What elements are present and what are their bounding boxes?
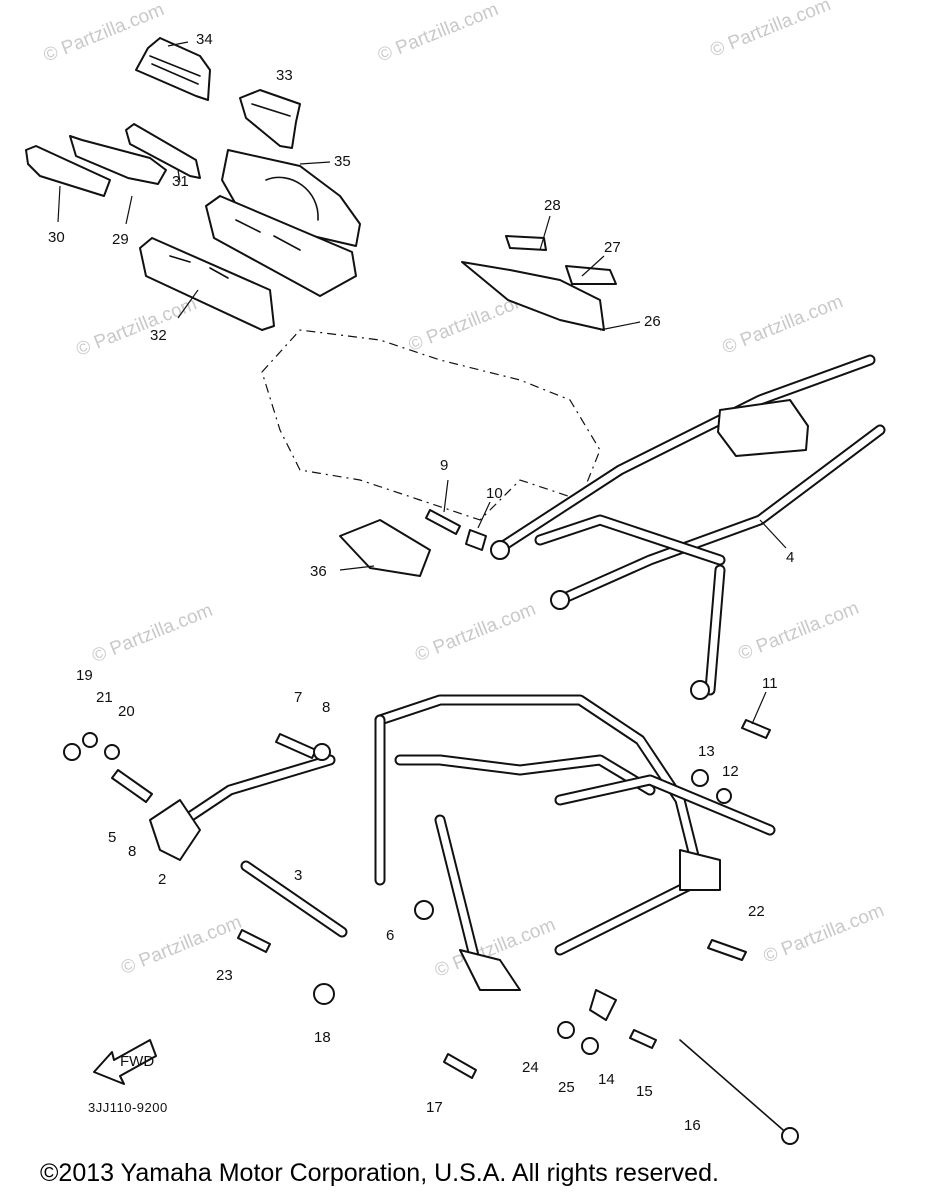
callout-18: 18 [314,1029,331,1046]
main-frame [374,694,776,991]
callout-35: 35 [334,153,351,170]
cover-part-35 [221,149,361,247]
watermark: © Partzilla.com [412,599,539,666]
callout-21: 21 [96,689,113,706]
callout-2: 2 [158,871,166,888]
callout-16: 16 [684,1117,701,1134]
callout-11: 11 [762,675,778,692]
cover-part-33 [239,89,301,149]
engine-bracket-part-2 [149,754,336,861]
cover-part-32-upper [205,195,357,297]
watermark: © Partzilla.com [73,293,200,360]
diagram-code: 3JJ110-9200 [88,1100,168,1115]
callout-17: 17 [426,1099,443,1116]
cover-part-34 [135,37,211,101]
bolt-part-16 [679,1039,799,1145]
cover-part-32 [139,237,275,331]
callout-28: 28 [544,197,561,214]
engine-outline [261,329,601,521]
callout-33: 33 [276,67,293,84]
callout-31: 31 [172,173,189,190]
callout-34: 34 [196,31,213,48]
watermark: © Partzilla.com [375,0,502,66]
callout-29: 29 [112,231,129,248]
callout-24: 24 [522,1059,539,1076]
callout-8-upper: 8 [322,699,330,716]
callout-36: 36 [310,563,327,580]
fwd-arrow-icon: FWD [93,1039,157,1085]
watermark: © Partzilla.com [89,600,216,667]
cover-part-29 [69,135,167,185]
fwd-label: FWD [120,1053,154,1070]
callout-4: 4 [786,549,794,566]
callout-25: 25 [558,1079,575,1096]
callout-6: 6 [386,927,394,944]
cover-part-31 [125,123,201,179]
callouts: 34 33 35 31 30 29 32 28 27 26 9 10 36 4 … [48,31,794,1134]
callout-8-lower: 8 [128,843,136,860]
seat-rail-part-4 [490,354,886,700]
callout-32: 32 [150,327,167,344]
callout-5: 5 [108,829,116,846]
cover-part-30 [25,145,111,197]
watermark: © Partzilla.com [719,291,846,358]
watermark: © Partzilla.com [761,900,888,967]
callout-12: 12 [722,763,739,780]
callout-26: 26 [644,313,661,330]
leader-lines [57,41,787,725]
callout-20: 20 [118,703,135,720]
callout-14: 14 [598,1071,615,1088]
callout-3: 3 [294,867,302,884]
callout-7: 7 [294,689,302,706]
cover-part-27 [565,265,617,285]
bolt-part-3 [240,860,348,938]
cover-part-26 [461,261,605,331]
fasteners [63,509,771,1079]
callout-13: 13 [698,743,715,760]
callout-15: 15 [636,1083,653,1100]
callout-23: 23 [216,967,233,984]
callout-27: 27 [604,239,621,256]
callout-19: 19 [76,667,93,684]
callout-9: 9 [440,457,448,474]
watermark: © Partzilla.com [735,598,862,665]
cover-part-28 [505,235,547,251]
plate-part-36 [339,519,431,577]
callout-30: 30 [48,229,65,246]
copyright-notice: ©2013 Yamaha Motor Corporation, U.S.A. A… [40,1159,719,1187]
callout-22: 22 [748,903,765,920]
watermark: © Partzilla.com [707,0,834,62]
callout-10: 10 [486,485,503,502]
